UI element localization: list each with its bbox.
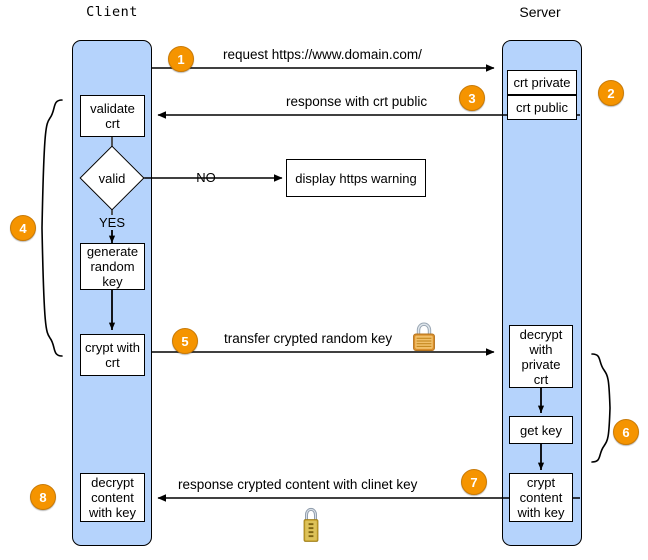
crypt-with-crt-line-1: crypt with	[85, 340, 140, 355]
crt-public-label: crt public	[515, 100, 569, 115]
server-step-crt-public: crt public	[507, 95, 577, 120]
crypt-content-line-2: content	[519, 490, 563, 505]
message-label-response-crypted-content: response crypted content with clinet key	[178, 477, 418, 492]
step-badge-7[interactable]: 7	[461, 469, 487, 495]
crypt-with-crt-line-2: crt	[105, 355, 120, 370]
decrypt-private-line-2: with	[529, 341, 553, 357]
step-badge-2[interactable]: 2	[598, 80, 624, 106]
generate-random-key-line-1: generate	[86, 244, 139, 259]
step-badge-5[interactable]: 5	[172, 328, 198, 354]
message-label-response-crt-public: response with crt public	[286, 94, 428, 109]
step-badge-6[interactable]: 6	[613, 419, 639, 445]
step-badge-4[interactable]: 4	[10, 215, 36, 241]
server-step-decrypt-with-private-crt: decrypt with private crt	[509, 325, 573, 388]
branch-no-label: NO	[196, 170, 216, 185]
generate-random-key-line-3: key	[102, 274, 123, 289]
decrypt-private-line-4: crt	[533, 371, 549, 387]
server-step-crt-private: crt private	[507, 70, 577, 95]
branch-yes-label: YES	[98, 215, 125, 230]
decrypt-content-line-1: decrypt	[91, 475, 134, 490]
server-actor-label: Server	[519, 4, 561, 20]
padlock-icon-transfer	[409, 320, 439, 357]
server-step-crypt-content-with-key: crypt content with key	[509, 473, 573, 522]
step-badge-8[interactable]: 8	[30, 484, 56, 510]
validate-crt-line-2: crt	[105, 116, 120, 131]
display-https-warning-label: display https warning	[295, 170, 417, 186]
client-step-validate-crt: validate crt	[80, 95, 145, 137]
client-actor-label: Client	[86, 4, 138, 20]
message-label-transfer-crypted-key: transfer crypted random key	[224, 331, 393, 346]
generate-random-key-line-2: random	[90, 259, 135, 274]
step-badge-1[interactable]: 1	[168, 46, 194, 72]
server-step-get-key: get key	[509, 416, 573, 444]
padlock-icon-response	[299, 506, 323, 549]
validate-crt-line-1: validate	[90, 101, 135, 116]
crypt-content-line-1: crypt	[526, 475, 556, 490]
crypt-content-line-3: with key	[517, 505, 565, 520]
client-step-crypt-with-crt: crypt with crt	[80, 334, 145, 376]
crt-private-label: crt private	[513, 75, 571, 90]
display-https-warning-box: display https warning	[286, 159, 426, 197]
client-step-decrypt-content-with-key: decrypt content with key	[80, 473, 145, 522]
decrypt-private-line-3: private	[521, 356, 561, 372]
step-badge-3[interactable]: 3	[459, 85, 485, 111]
decrypt-private-line-1: decrypt	[519, 326, 563, 342]
server-lifeline	[502, 40, 582, 546]
get-key-label: get key	[520, 422, 562, 438]
decrypt-content-line-3: with key	[89, 505, 136, 520]
decrypt-content-line-2: content	[91, 490, 134, 505]
client-step-generate-random-key: generate random key	[80, 243, 145, 290]
message-label-request: request https://www.domain.com/	[223, 47, 422, 62]
client-decision-valid-label: valid	[98, 171, 126, 186]
